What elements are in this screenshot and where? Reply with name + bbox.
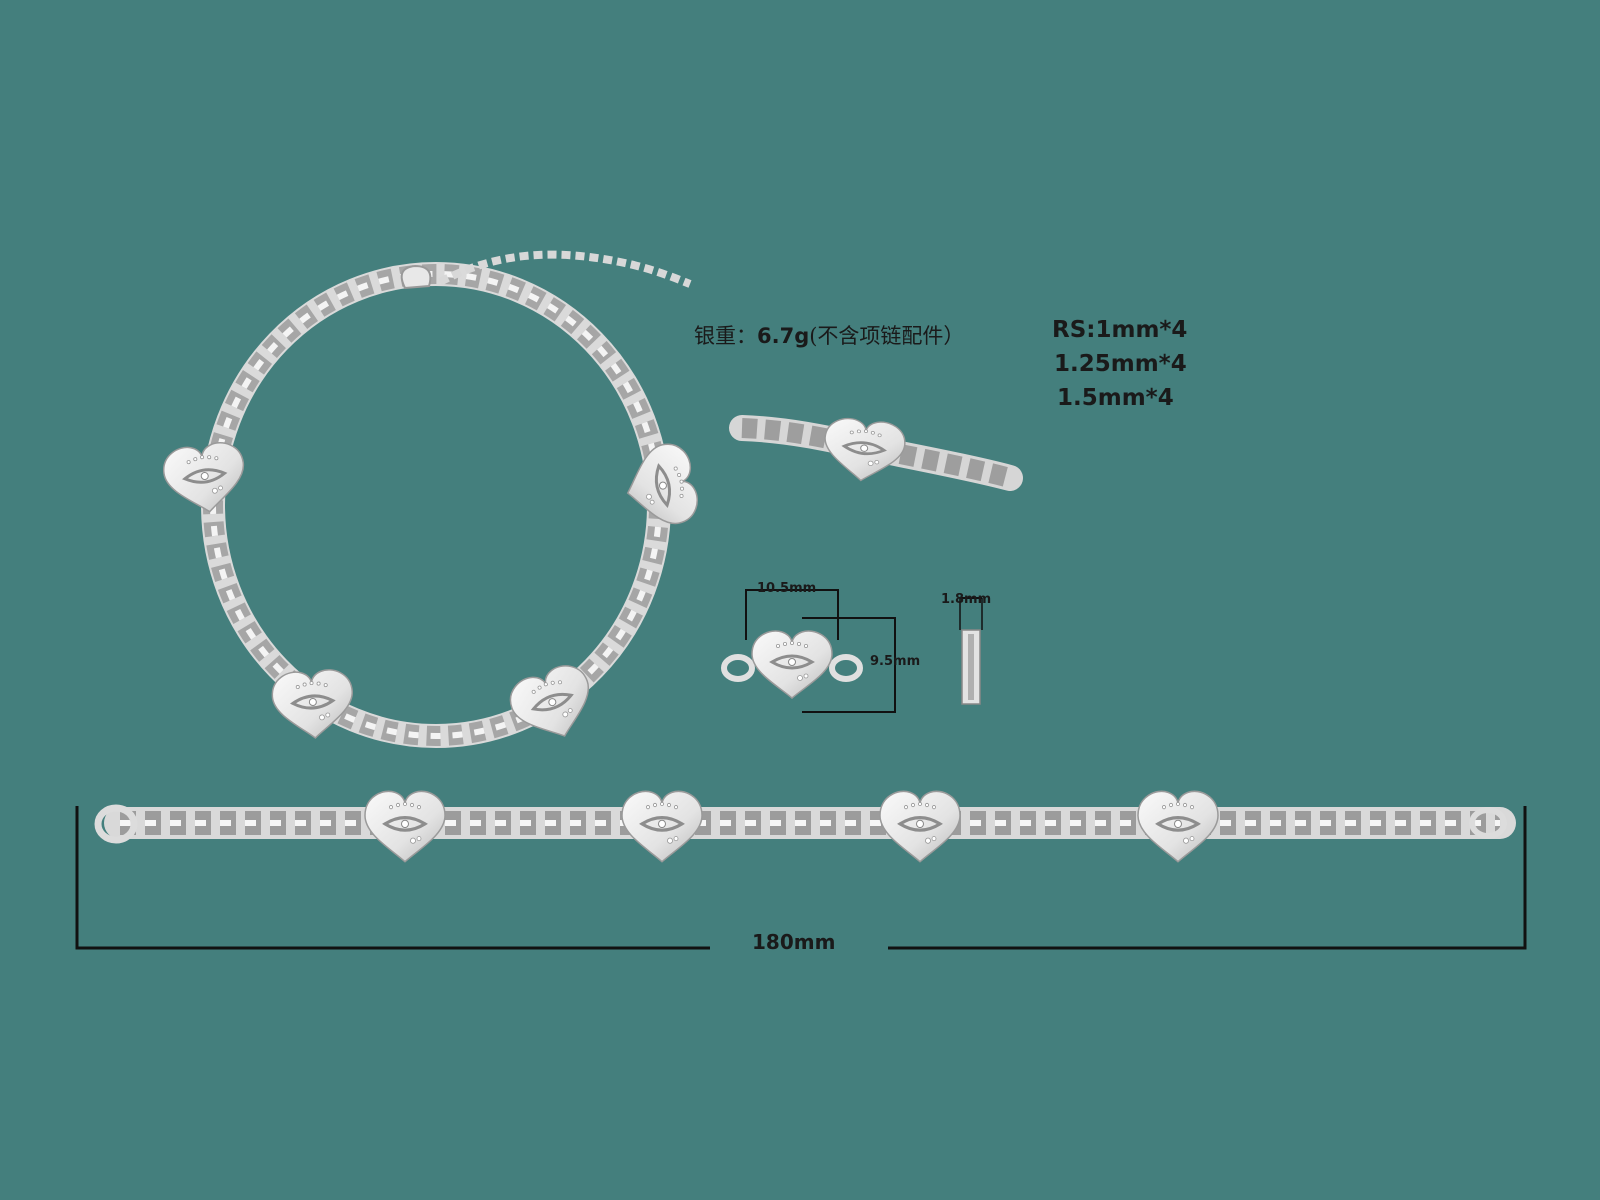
height-dimension-line [802,617,896,713]
stone-spec-1: RS:1mm*4 [1052,317,1188,343]
extension-chain [438,250,692,288]
pendant-width-label: 10.5mm [757,581,817,596]
width-dimension-line [745,589,839,640]
total-length-label: 180mm [752,930,836,954]
heart-charm [617,438,704,534]
weight-prefix: 银重： [694,324,757,348]
pendant-side-view [959,597,983,705]
heart-charm [620,789,704,864]
bracelet-top-view [159,250,704,752]
heart-charm [1136,789,1220,864]
segment-perspective-view [729,414,1023,491]
lobster-clasp [94,804,138,844]
heart-charm [878,789,962,864]
heart-charm [819,414,909,487]
jump-ring [1469,807,1507,839]
weight-note: (不含项链配件） [809,324,965,348]
total-length-dimension [75,806,1527,950]
weight-value: 6.7g [757,324,810,348]
bracelet-straight-view [94,789,1516,864]
lobster-clasp [400,264,432,290]
heart-charm [159,438,251,519]
silver-weight-label: 银重：6.7g(不含项链配件） [694,320,964,350]
heart-charm [269,666,357,743]
stone-spec-2: 1.25mm*4 [1054,351,1187,377]
pendant-front-view [721,589,896,713]
pendant-thickness-label: 1.8mm [941,592,992,607]
pendant-height-label: 9.5mm [870,654,921,669]
stone-spec-3: 1.5mm*4 [1057,385,1174,411]
heart-charm [363,789,447,864]
heart-charm [750,629,834,700]
